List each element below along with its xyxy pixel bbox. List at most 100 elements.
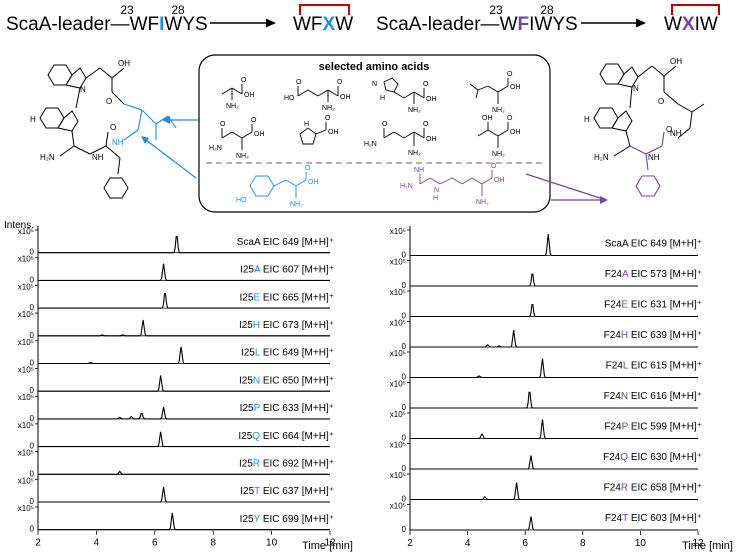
right-series-label-1: F24A EIC 573 [M+H]⁺ bbox=[605, 269, 702, 280]
tyrosine-o: O bbox=[305, 165, 311, 172]
scheme-left-product-highlight: X bbox=[323, 14, 336, 35]
right-xtick-label-1: 4 bbox=[465, 538, 471, 549]
left-series-label-eic-7: EIC 664 [M+H]⁺ bbox=[260, 431, 334, 442]
left-series-label-eic-10: EIC 699 [M+H]⁺ bbox=[260, 514, 334, 525]
structure-right-n-indole: N bbox=[633, 84, 639, 93]
right-yzero-label-5: 0 bbox=[402, 403, 407, 412]
right-series-label-prefix-4: F24 bbox=[606, 360, 624, 371]
scheme-left-seq-post: WYS bbox=[164, 14, 207, 35]
structure-left-n-indole: N bbox=[80, 85, 86, 94]
tyrosine-oh: OH bbox=[308, 179, 319, 186]
left-ytick-label-7: x10⁵ bbox=[18, 421, 34, 430]
asparagine-o-1: O bbox=[220, 121, 226, 128]
right-series-label-prefix-3: F24 bbox=[604, 330, 622, 341]
glutamine-oh: OH bbox=[426, 136, 437, 143]
right-panel-xlabel: Time [min] bbox=[682, 540, 733, 552]
structure-right-cyclic-peptide bbox=[593, 63, 705, 157]
left-series-label-aa-6: P bbox=[254, 403, 261, 414]
left-series-label-3: I25H EIC 673 [M+H]⁺ bbox=[239, 320, 334, 331]
left-series-label-aa-1: A bbox=[254, 265, 261, 276]
scheme-right-seq-post: IWYS bbox=[529, 14, 578, 35]
right-series-label-aa-6: P bbox=[622, 421, 629, 432]
left-series-label-aa-3: H bbox=[253, 320, 260, 331]
left-yzero-label-4: 0 bbox=[30, 359, 35, 368]
amino-acid-histidine: N H O OH NH₂ bbox=[372, 77, 437, 114]
arrow-box-to-left-structure bbox=[162, 116, 198, 124]
threonine-o: O bbox=[507, 115, 513, 122]
threonine-nh2: NH₂ bbox=[492, 151, 505, 158]
structure-right-o-2: O bbox=[666, 125, 672, 134]
glutamine-nh2: NH₂ bbox=[408, 150, 421, 157]
left-series-label-aa-5: N bbox=[253, 375, 260, 386]
right-yzero-label-3: 0 bbox=[402, 342, 407, 351]
right-series-label-prefix-8: F24 bbox=[604, 482, 622, 493]
left-yzero-label-1: 0 bbox=[30, 275, 35, 284]
left-series-label-aa-2: E bbox=[253, 292, 260, 303]
scheme-left: ScaA-leader—WFIWYS 23 28 WFXW bbox=[6, 3, 353, 35]
left-series-label-7: I25Q EIC 664 [M+H]⁺ bbox=[238, 431, 334, 442]
alanine-o: O bbox=[241, 77, 247, 84]
left-ytick-label-4: x10⁵ bbox=[18, 338, 34, 347]
right-ytick-label-6: x10⁵ bbox=[390, 410, 406, 419]
left-yzero-label-5: 0 bbox=[30, 386, 35, 395]
alanine-oh: OH bbox=[244, 92, 255, 99]
arginine-o: O bbox=[491, 163, 497, 170]
left-series-label-prefix-1: I25 bbox=[240, 265, 254, 276]
threonine-oh: OH bbox=[510, 129, 521, 136]
right-series-label-eic-1: EIC 573 [M+H]⁺ bbox=[628, 269, 702, 280]
left-series-label-aa-4: L bbox=[255, 348, 261, 359]
left-xtick-label-5: 12 bbox=[324, 538, 336, 549]
arrow-box-to-right-structure bbox=[551, 196, 608, 204]
left-series-label-prefix-6: I25 bbox=[240, 403, 254, 414]
right-series-label-aa-8: R bbox=[621, 482, 628, 493]
right-ytick-label-7: x10⁵ bbox=[390, 441, 406, 450]
histidine-h: H bbox=[380, 95, 385, 102]
right-ytick-label-9: x10⁵ bbox=[390, 502, 406, 511]
arginine-h: H bbox=[433, 195, 438, 202]
arginine-h2n: H₂N bbox=[400, 183, 413, 190]
scheme-left-pos-start: 23 bbox=[120, 3, 134, 17]
proline-oh: OH bbox=[328, 129, 339, 136]
scheme-left-leader: ScaA-leader— bbox=[6, 14, 130, 35]
right-series-label-prefix-9: F24 bbox=[605, 513, 623, 524]
right-ytick-label-5: x10⁵ bbox=[390, 380, 406, 389]
glutamate-ho: HO bbox=[284, 95, 295, 102]
amino-acid-box-frame bbox=[198, 54, 551, 213]
left-ytick-label-8: x10⁵ bbox=[18, 449, 34, 458]
asparagine-nh2: NH₂ bbox=[236, 153, 249, 160]
right-yzero-label-4: 0 bbox=[402, 373, 407, 382]
amino-acid-glutamine: O H₂N O OH NH₂ bbox=[364, 121, 437, 157]
scheme-left-sequence: ScaA-leader—WFIWYS bbox=[6, 14, 208, 35]
right-series-label-eic-6: EIC 599 [M+H]⁺ bbox=[628, 421, 702, 432]
scheme-left-pos-end: 28 bbox=[171, 3, 185, 17]
histidine-nh2: NH₂ bbox=[408, 107, 421, 114]
right-series-label-aa-4: L bbox=[623, 360, 629, 371]
scheme-right-pos-start: 23 bbox=[489, 3, 503, 17]
right-series-label-eic-7: EIC 630 [M+H]⁺ bbox=[628, 452, 702, 463]
glutamate-o-2: O bbox=[337, 79, 343, 86]
left-series-label-prefix-9: I25 bbox=[240, 486, 254, 497]
asparagine-oh: OH bbox=[254, 131, 265, 138]
right-series-label-8: F24R EIC 658 [M+H]⁺ bbox=[604, 482, 702, 493]
scheme-right: ScaA-leader—WFIWYS 23 28 WXIW bbox=[376, 3, 720, 35]
left-ytick-label-5: x10⁵ bbox=[18, 366, 34, 375]
left-xtick-label-4: 10 bbox=[266, 538, 278, 549]
left-series-label-eic-5: EIC 650 [M+H]⁺ bbox=[260, 375, 334, 386]
left-yzero-label-6: 0 bbox=[30, 414, 35, 423]
left-series-label-eic-8: EIC 692 [M+H]⁺ bbox=[260, 458, 334, 469]
scheme-left-crosslink-bracket bbox=[299, 4, 350, 15]
right-yzero-label-7: 0 bbox=[402, 464, 407, 473]
scheme-left-product: WFXW bbox=[293, 14, 353, 35]
right-ytick-label-4: x10⁵ bbox=[390, 349, 406, 358]
right-series-label-aa-7: Q bbox=[620, 452, 628, 463]
left-series-label-10: I25Y EIC 699 [M+H]⁺ bbox=[240, 514, 334, 525]
left-yzero-label-7: 0 bbox=[30, 442, 35, 451]
left-ytick-label-9: x10⁵ bbox=[18, 476, 34, 485]
scheme-right-seq-highlight: F bbox=[518, 14, 530, 35]
histidine-o: O bbox=[423, 81, 429, 88]
scheme-left-product-post: W bbox=[335, 14, 353, 35]
right-series-label-6: F24P EIC 599 [M+H]⁺ bbox=[604, 421, 702, 432]
left-ytick-label-6: x10⁵ bbox=[18, 393, 34, 402]
right-series-label-prefix-1: F24 bbox=[605, 269, 623, 280]
